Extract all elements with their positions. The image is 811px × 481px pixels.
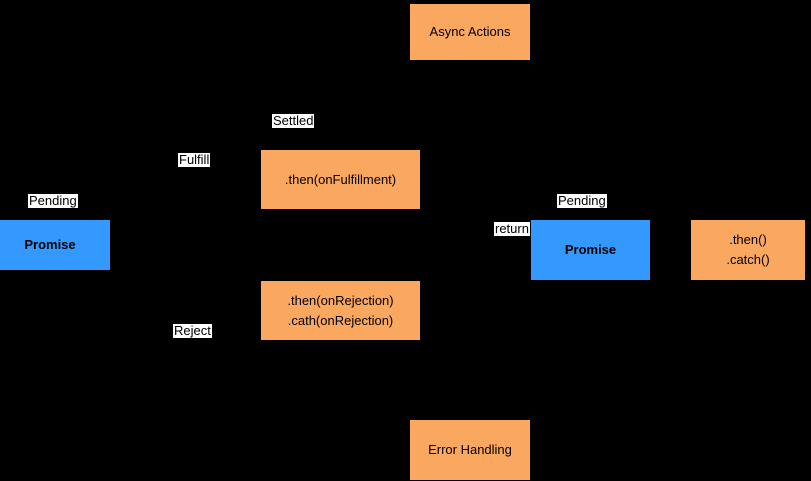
node-then-catch-line2: .catch()	[726, 252, 770, 267]
edge-label-pending-left: Pending	[28, 193, 78, 208]
edge-label-pending-right: Pending	[557, 193, 607, 208]
node-promise-left: Promise	[0, 220, 110, 270]
edge-label-reject: Reject	[173, 323, 212, 338]
node-then-onrejection: .then(onRejection) .cath(onRejection)	[261, 281, 420, 340]
node-promise-right-label: Promise	[564, 242, 617, 257]
node-then-onrejection-line1: .then(onRejection)	[287, 292, 394, 308]
node-then-catch: .then() .catch()	[691, 220, 805, 280]
node-promise-left-label: Promise	[24, 237, 76, 252]
node-async-actions-label: Async Actions	[429, 24, 511, 39]
node-then-catch-line1: .then()	[729, 232, 767, 247]
node-async-actions: Async Actions	[410, 4, 530, 60]
node-error-handling: Error Handling	[410, 420, 530, 480]
node-error-handling-label: Error Handling	[428, 442, 512, 457]
edge-label-settled: Settled	[272, 113, 315, 128]
edge-label-return: return	[494, 221, 530, 236]
node-then-onrejection-line2: .cath(onRejection)	[287, 312, 394, 328]
node-then-onfulfillment-label: .then(onFulfillment)	[284, 171, 397, 187]
node-promise-right: Promise	[531, 220, 650, 280]
node-then-onfulfillment: .then(onFulfillment)	[261, 150, 420, 209]
edge-label-fulfill: Fulfill	[178, 152, 211, 167]
